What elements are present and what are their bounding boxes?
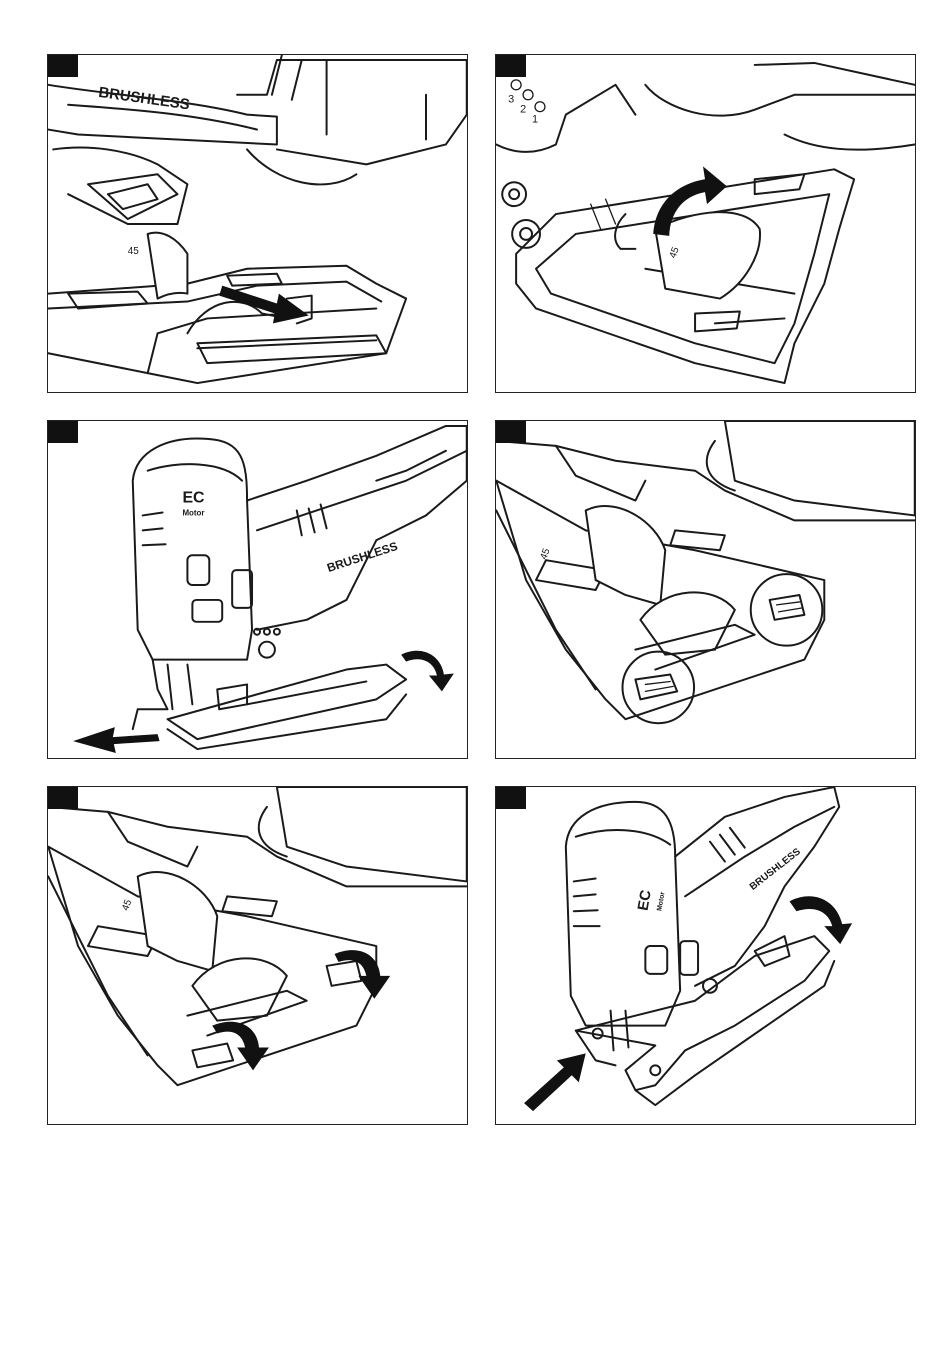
detail-circle-icon: [751, 574, 823, 646]
jigsaw-base-angle-illustration: 3 2 1 45: [496, 55, 915, 392]
motor-badge-text: EC: [182, 490, 205, 507]
brand-label: BRUSHLESS: [97, 85, 190, 114]
rotate-arrow-icon: [401, 651, 454, 692]
motor-badge-subtext: Motor: [656, 891, 666, 911]
motor-badge-text: EC: [636, 889, 655, 912]
motor-badge-subtext: Motor: [182, 508, 204, 517]
figure-panel-3: EC Motor BRUSHLESS: [47, 420, 468, 759]
figure-panel-1: BRUSHLESS 45: [47, 54, 468, 393]
panel-number-tag: [496, 787, 526, 809]
shoe-detail-circles-illustration: 45: [496, 421, 915, 758]
angle-scale-mark: 45: [128, 246, 140, 257]
panel-number-tag: [496, 55, 526, 77]
brand-label: BRUSHLESS: [748, 846, 803, 893]
jigsaw-push-illustration: EC Motor BRUSHLESS: [496, 787, 915, 1124]
panel-number-tag: [496, 421, 526, 443]
push-arrow-icon: [524, 1053, 586, 1111]
shoe-levers-rotate-illustration: 45: [48, 787, 467, 1124]
angle-scale-mark: 45: [120, 898, 134, 913]
scale-mark-2: 2: [520, 104, 526, 116]
figure-panel-4: 45: [495, 420, 916, 759]
panel-number-tag: [48, 787, 78, 809]
figure-panel-6: EC Motor BRUSHLESS: [495, 786, 916, 1125]
figure-panel-5: 45: [47, 786, 468, 1125]
scale-mark-1: 1: [532, 114, 538, 126]
panel-number-tag: [48, 55, 78, 77]
angle-scale-mark: 45: [538, 547, 552, 562]
arrow-left-icon: [73, 727, 159, 753]
jigsaw-overview-illustration: EC Motor BRUSHLESS: [48, 421, 467, 758]
figure-panel-2: 3 2 1 45: [495, 54, 916, 393]
rotate-arrow-icon: [790, 896, 853, 944]
scale-mark-3: 3: [508, 94, 514, 106]
panel-number-tag: [48, 421, 78, 443]
detail-circle-icon: [622, 652, 694, 724]
jigsaw-shoe-hex-key-illustration: BRUSHLESS 45: [48, 55, 467, 392]
rotate-arrow-icon: [335, 950, 391, 999]
